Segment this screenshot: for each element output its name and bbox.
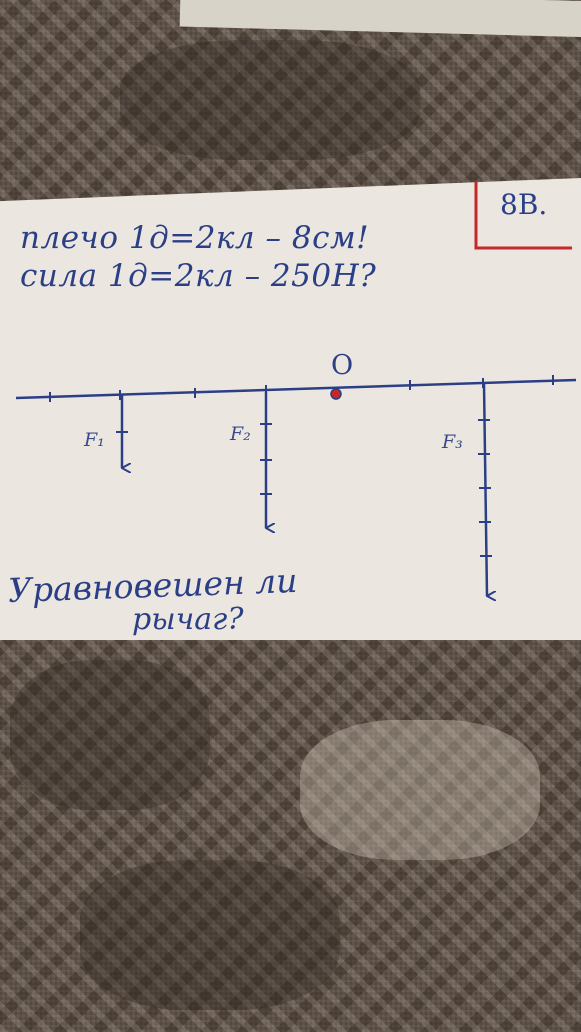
force-label-f3: F₃: [441, 431, 463, 453]
pivot-point: [330, 388, 342, 400]
fabric-pattern: [120, 40, 420, 160]
lever-bar: [15, 378, 577, 400]
fabric-pattern: [300, 720, 540, 860]
fabric-pattern: [10, 660, 210, 810]
force-arrow-f3: [482, 383, 487, 596]
question-line-2: рычаг?: [132, 602, 244, 637]
force-ticks-f3: [478, 419, 492, 557]
fabric-pattern: [80, 860, 340, 1010]
pivot-label: O: [331, 350, 354, 381]
force-scale-text: сила 1д=2кл – 250Н?: [20, 258, 377, 294]
force-label-f2: F₂: [229, 423, 251, 445]
force-label-f1: F₁: [83, 429, 105, 451]
variant-box: [474, 182, 572, 250]
arm-scale-text: плечо 1д=2кл – 8см!: [20, 220, 370, 256]
force-ticks-f2: [260, 423, 272, 495]
variant-label: 8B.: [500, 188, 548, 221]
